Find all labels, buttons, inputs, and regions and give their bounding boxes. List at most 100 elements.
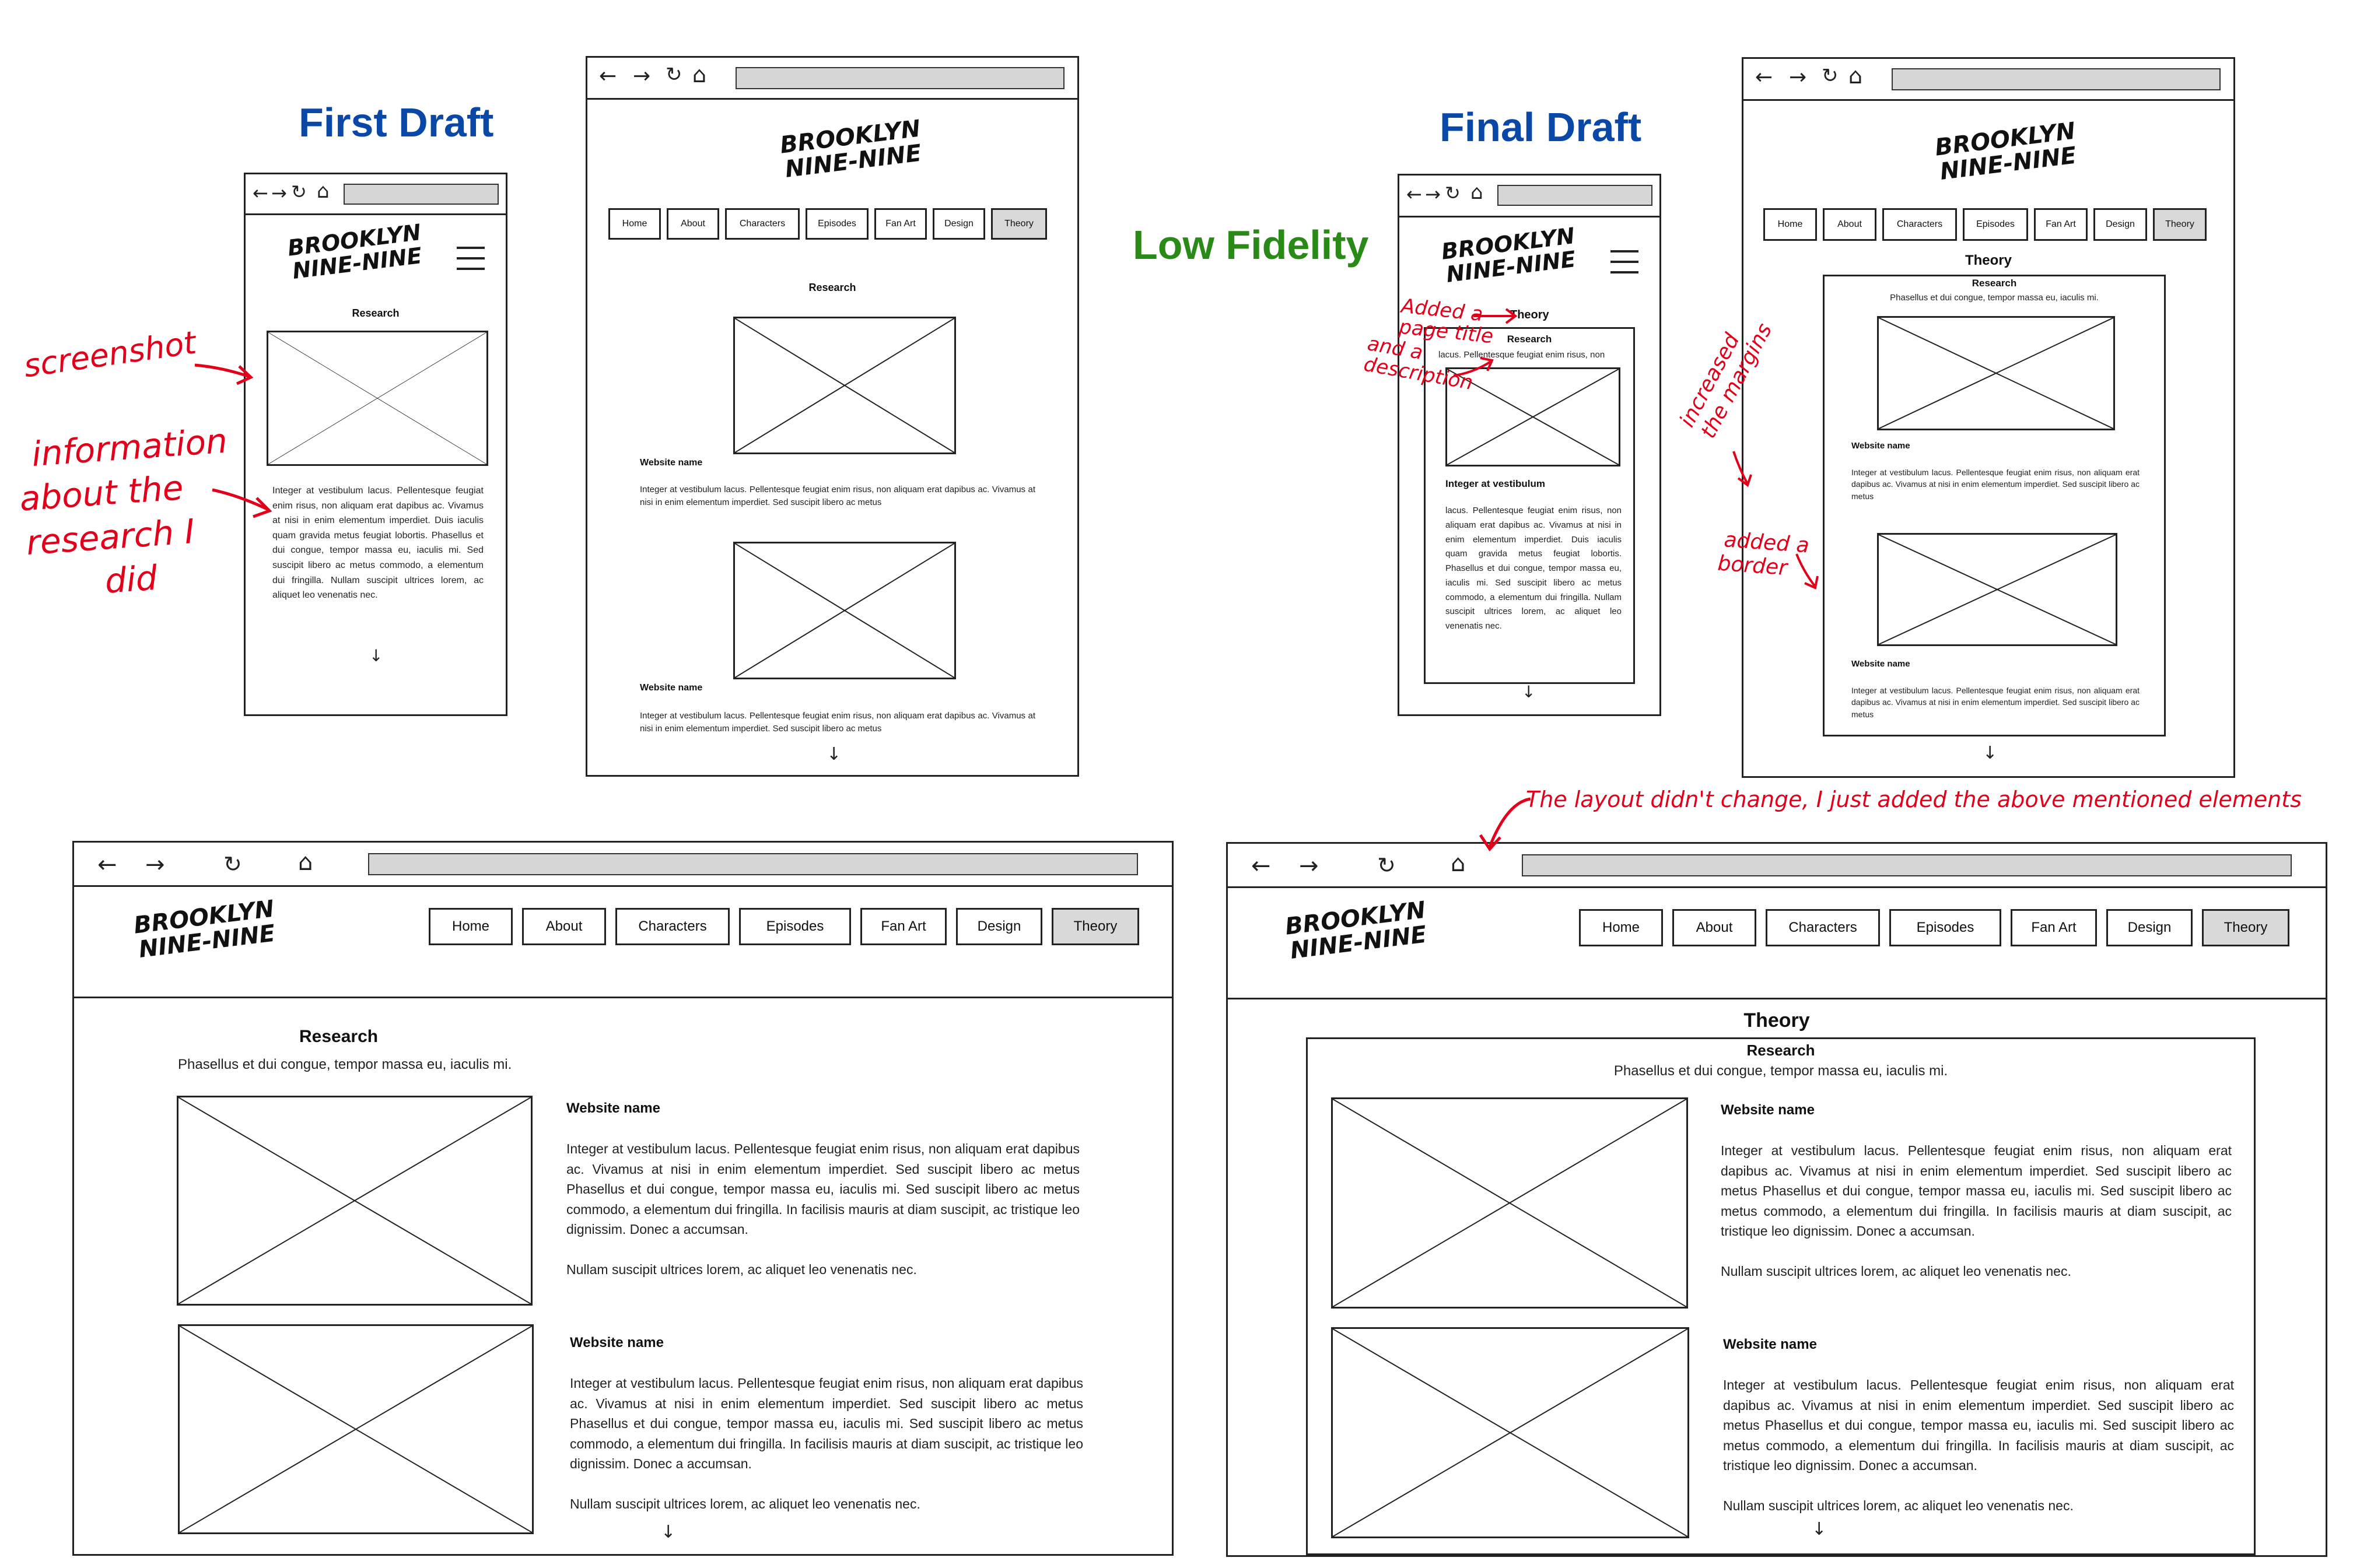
url-bar[interactable] xyxy=(1522,854,2292,876)
website-name-1: Website name xyxy=(566,1100,660,1116)
screenshot-placeholder-2 xyxy=(178,1324,534,1534)
nav-episodes[interactable]: Episodes xyxy=(739,908,851,945)
first-draft-desktop-wireframe: ← → ↻ ⌂ BROOKLYN NINE-NINE Home About Ch… xyxy=(72,841,1174,1556)
nav-fan-art[interactable]: Fan Art xyxy=(2011,909,2097,946)
url-bar[interactable] xyxy=(1497,185,1652,206)
screenshot-placeholder xyxy=(1445,367,1620,466)
nav-theory[interactable]: Theory xyxy=(2153,208,2207,241)
left-arrow-icon[interactable]: ← xyxy=(253,182,268,204)
screenshot-placeholder-1 xyxy=(177,1096,533,1306)
right-arrow-icon[interactable]: → xyxy=(633,64,651,88)
website-name-1: Website name xyxy=(1721,1102,1815,1118)
annotation-arrow-title xyxy=(1473,308,1518,324)
logo: BROOKLYN NINE-NINE xyxy=(286,219,425,284)
down-arrow-icon[interactable]: ↓ xyxy=(661,1522,676,1542)
nav-design[interactable]: Design xyxy=(956,908,1042,945)
screenshot-placeholder xyxy=(267,331,488,466)
nav-home[interactable]: Home xyxy=(1763,208,1817,241)
nav-characters[interactable]: Characters xyxy=(615,908,730,945)
left-arrow-icon[interactable]: ← xyxy=(1406,183,1422,205)
nav-home[interactable]: Home xyxy=(1579,909,1663,946)
nav-about[interactable]: About xyxy=(1823,208,1876,241)
reload-icon[interactable]: ↻ xyxy=(1822,64,1839,87)
first-draft-mobile-wireframe: ← → ↻ ⌂ BROOKLYN NINE-NINE Research Inte… xyxy=(244,173,507,716)
annotation-arrow-description xyxy=(1453,357,1494,377)
nav-characters[interactable]: Characters xyxy=(1766,909,1880,946)
nav-design[interactable]: Design xyxy=(933,208,985,240)
annotation-arrow-border xyxy=(1795,553,1819,590)
right-arrow-icon[interactable]: → xyxy=(271,182,287,204)
left-arrow-icon[interactable]: ← xyxy=(97,851,117,878)
left-arrow-icon[interactable]: ← xyxy=(599,64,617,88)
website-body-2: Integer at vestibulum lacus. Pellentesqu… xyxy=(1723,1377,2234,1473)
nav-characters[interactable]: Characters xyxy=(725,208,800,240)
url-bar[interactable] xyxy=(1892,68,2221,90)
right-arrow-icon[interactable]: → xyxy=(1425,183,1441,205)
nav-design[interactable]: Design xyxy=(2093,208,2147,241)
hamburger-menu-icon[interactable] xyxy=(457,247,485,278)
main-nav: Home About Characters Episodes Fan Art D… xyxy=(429,908,1139,945)
left-arrow-icon[interactable]: ← xyxy=(1755,65,1773,89)
nav-fan-art[interactable]: Fan Art xyxy=(2034,208,2088,241)
header-divider xyxy=(1228,998,2326,999)
reload-icon[interactable]: ↻ xyxy=(223,851,242,877)
left-arrow-icon[interactable]: ← xyxy=(1251,853,1271,879)
nav-characters[interactable]: Characters xyxy=(1882,208,1957,241)
annotation-layout: The layout didn't change, I just added t… xyxy=(1526,787,2302,812)
down-arrow-icon[interactable]: ↓ xyxy=(1812,1519,1827,1539)
down-arrow-icon[interactable]: ↓ xyxy=(1522,682,1536,701)
page-title: Theory xyxy=(1510,308,1549,321)
right-arrow-icon[interactable]: → xyxy=(1299,853,1319,879)
final-draft-mobile-wireframe: ← → ↻ ⌂ BROOKLYN NINE-NINE Theory Resear… xyxy=(1398,174,1661,716)
home-icon[interactable]: ⌂ xyxy=(1451,850,1466,877)
hamburger-menu-icon[interactable] xyxy=(1610,250,1638,282)
logo: BROOKLYN NINE-NINE xyxy=(1440,223,1579,287)
nav-about[interactable]: About xyxy=(667,208,719,240)
url-bar[interactable] xyxy=(368,853,1138,875)
website-body-1: Integer at vestibulum lacus. Pellentesqu… xyxy=(1721,1143,2232,1239)
nav-episodes[interactable]: Episodes xyxy=(1889,909,2001,946)
url-bar[interactable] xyxy=(736,67,1065,89)
down-arrow-icon[interactable]: ↓ xyxy=(1983,743,1998,763)
nav-about[interactable]: About xyxy=(1672,909,1756,946)
nav-fan-art[interactable]: Fan Art xyxy=(860,908,947,945)
nav-episodes[interactable]: Episodes xyxy=(1963,208,2028,241)
nav-theory[interactable]: Theory xyxy=(2202,909,2289,946)
website-body-end-2: Nullam suscipit ultrices lorem, ac aliqu… xyxy=(1723,1498,2074,1513)
website-body-2: Integer at vestibulum lacus. Pellentesqu… xyxy=(570,1376,1083,1471)
final-draft-heading: Final Draft xyxy=(1440,104,1642,150)
down-arrow-icon[interactable]: ↓ xyxy=(369,646,383,665)
research-body: Integer at vestibulum lacus. Pellentesqu… xyxy=(272,486,484,601)
website-name-1: Website name xyxy=(1851,441,1910,451)
annotation-information: information about the research I did xyxy=(18,419,238,608)
low-fidelity-heading: Low Fidelity xyxy=(1133,222,1369,268)
url-bar[interactable] xyxy=(344,184,499,205)
section-title: Research xyxy=(352,307,400,319)
home-icon[interactable]: ⌂ xyxy=(317,180,330,203)
annotation-screenshot: screenshot xyxy=(21,324,199,385)
nav-theory[interactable]: Theory xyxy=(991,208,1047,240)
down-arrow-icon[interactable]: ↓ xyxy=(827,744,842,764)
section-description: Phasellus et dui congue, tempor massa eu… xyxy=(178,1057,512,1072)
nav-home[interactable]: Home xyxy=(429,908,513,945)
nav-about[interactable]: About xyxy=(522,908,606,945)
nav-design[interactable]: Design xyxy=(2106,909,2193,946)
page-title: Theory xyxy=(1965,252,2012,268)
reload-icon[interactable]: ↻ xyxy=(666,63,682,86)
reload-icon[interactable]: ↻ xyxy=(1445,182,1461,204)
reload-icon[interactable]: ↻ xyxy=(291,181,307,203)
nav-fan-art[interactable]: Fan Art xyxy=(874,208,927,240)
home-icon[interactable]: ⌂ xyxy=(1470,181,1483,204)
nav-home[interactable]: Home xyxy=(608,208,661,240)
section-title: Research xyxy=(1972,278,2017,289)
nav-episodes[interactable]: Episodes xyxy=(806,208,869,240)
nav-theory[interactable]: Theory xyxy=(1052,908,1139,945)
right-arrow-icon[interactable]: → xyxy=(145,851,165,878)
screenshot-placeholder-1 xyxy=(733,317,956,454)
home-icon[interactable]: ⌂ xyxy=(692,62,707,87)
reload-icon[interactable]: ↻ xyxy=(1377,853,1396,878)
home-icon[interactable]: ⌂ xyxy=(298,849,313,876)
home-icon[interactable]: ⌂ xyxy=(1848,63,1863,89)
annotation-arrow-information xyxy=(212,488,272,518)
right-arrow-icon[interactable]: → xyxy=(1789,65,1807,89)
